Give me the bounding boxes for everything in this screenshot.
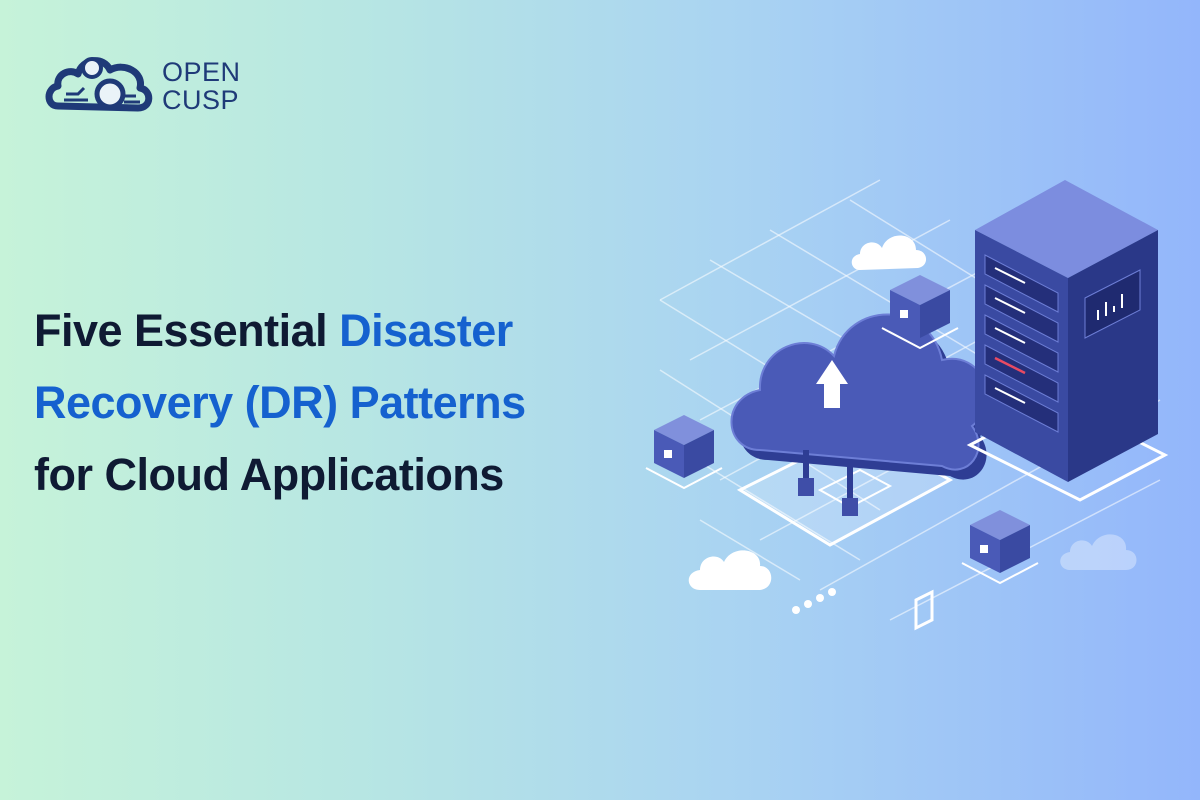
brand-name-line1: OPEN: [162, 57, 241, 87]
cloud-server-illustration: [645, 179, 1169, 631]
title-line-1-text: Five Essential: [34, 305, 340, 356]
server-rack-icon: [966, 180, 1169, 502]
title-line-2-accent: Recovery (DR) Patterns: [34, 377, 526, 428]
cube-icon: [645, 415, 723, 490]
frame-outline: [914, 589, 934, 631]
title-line-3-text: for: [34, 449, 105, 500]
brand-logo[interactable]: OPEN CUSP: [44, 44, 264, 124]
cube-icon: [961, 510, 1039, 585]
page-title: Five Essential Disaster Recovery (DR) Pa…: [34, 295, 654, 511]
title-line-3: for Cloud Applications: [34, 439, 654, 511]
brand-wordmark: OPEN CUSP: [162, 58, 241, 114]
cloud-icon: [851, 235, 927, 270]
cloud-icon: [688, 550, 772, 590]
cloud-logo-icon: [45, 57, 153, 112]
title-line-2: Recovery (DR) Patterns: [34, 367, 654, 439]
cloud-upload-icon: [730, 313, 996, 516]
title-line-1-accent: Disaster: [339, 305, 513, 356]
cloud-icon: [1060, 534, 1137, 570]
title-line-3-dark: Cloud Applications: [104, 449, 505, 500]
title-line-1: Five Essential Disaster: [34, 295, 654, 367]
loading-dots: [792, 588, 836, 614]
brand-name-line2: CUSP: [162, 85, 240, 115]
cube-icon: [881, 275, 959, 350]
